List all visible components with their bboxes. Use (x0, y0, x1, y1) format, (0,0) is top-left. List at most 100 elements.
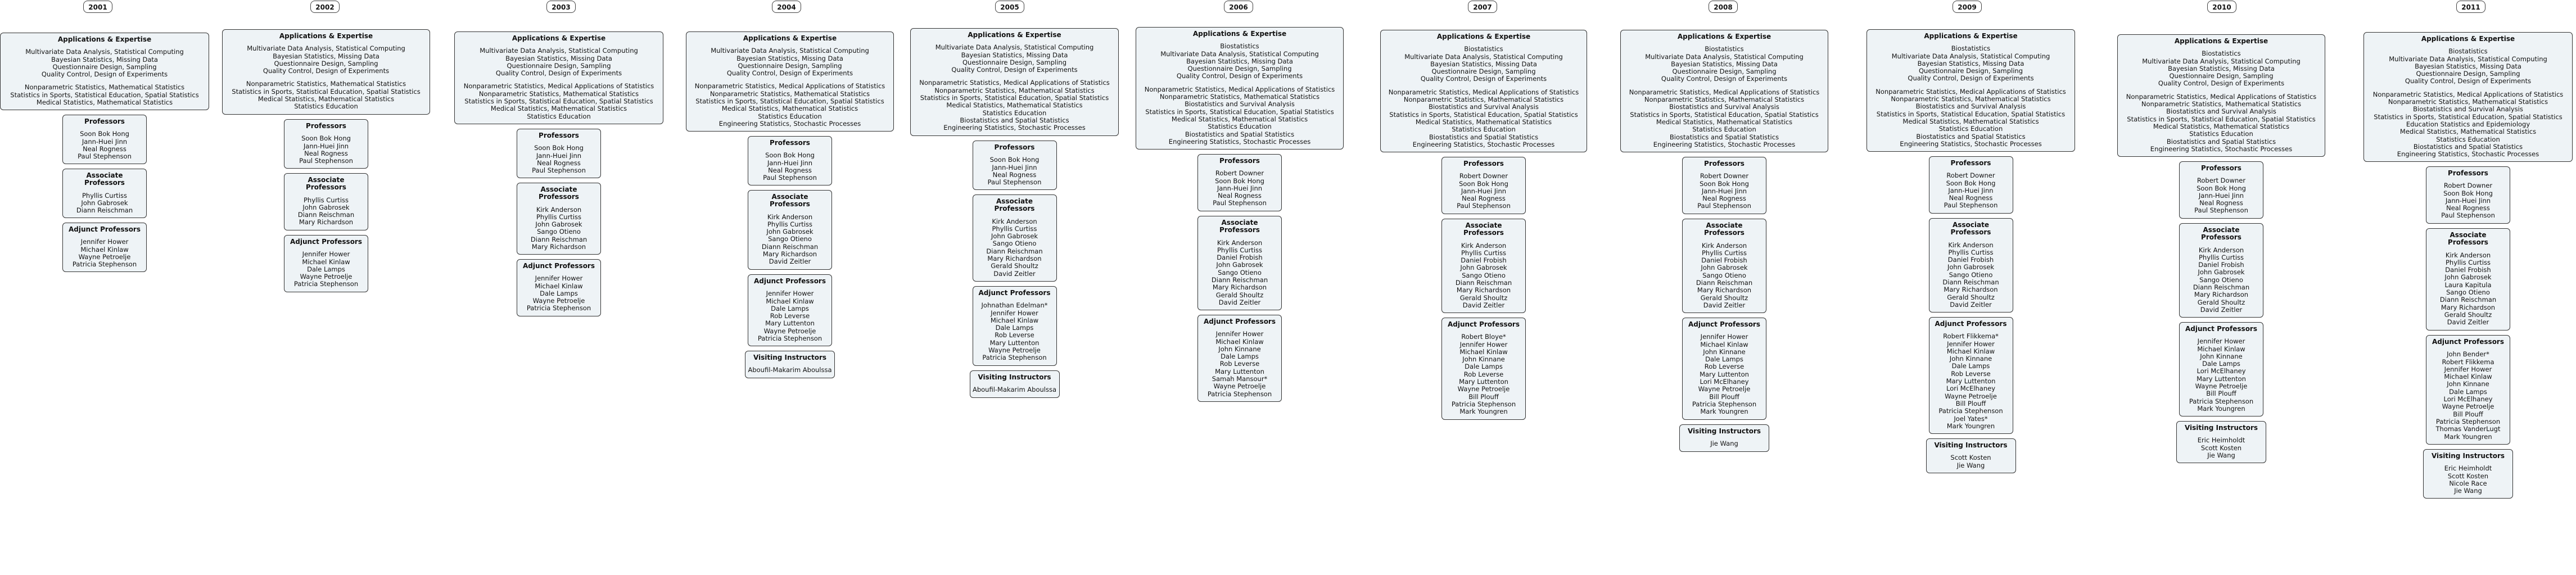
associate-professors-box-title: Associate Professors (306, 176, 346, 192)
associate-professors-box-line: Diann Reischman (2193, 283, 2250, 292)
applications-expertise-box-line: Biostatistics and Survival Analysis (1429, 103, 1539, 111)
professors-box-line: Robert Downer (2197, 176, 2246, 185)
adjunct-professors-box-line: Dale Lamps (1951, 362, 1990, 370)
adjunct-professors-box-line: Mark Youngren (2444, 432, 2492, 441)
adjunct-professors-box-line: Jennifer Hower (766, 289, 814, 298)
adjunct-professors-box-line: Rob Leverse (1951, 369, 1991, 378)
associate-professors-box-line: David Zeitler (1950, 300, 1992, 309)
applications-expertise-box-title: Applications & Expertise (1924, 32, 2018, 40)
adjunct-professors-box-line: Michael Kinlaw (1459, 347, 1508, 356)
associate-professors-box-line: Daniel Frobish (1461, 256, 1507, 265)
applications-expertise-box-line: Questionnaire Design, Sampling (1431, 67, 1536, 76)
professors-box-line: Neal Rogness (992, 170, 1037, 179)
associate-professors-box-line: Kirk Anderson (536, 205, 582, 214)
professors-box-title: Professors (1463, 160, 1504, 167)
applications-expertise-box-line: Biostatistics and Survival Analysis (2413, 105, 2523, 114)
applications-expertise-box-line: Bayesian Statistics, Missing Data (1671, 60, 1778, 68)
associate-professors-box-line: Diann Reischman (76, 206, 133, 215)
applications-expertise-box-line: Questionnaire Design, Sampling (738, 61, 842, 70)
professors-box-line: Paul Stephenson (1213, 199, 1267, 207)
adjunct-professors-box-line: Patricia Stephenson (2435, 417, 2501, 425)
applications-expertise-box-line: Engineering Statistics, Stochastic Proce… (1412, 140, 1555, 148)
visiting-instructors-box-line: Aboufil-Makarim Aboulssa (748, 366, 832, 374)
year-label: 2005 (995, 1, 1024, 13)
applications-expertise-box-line: Statistics Education (2189, 130, 2253, 138)
adjunct-professors-box-line: Jennifer Hower (1700, 333, 1748, 341)
applications-expertise-box-line: Biostatistics and Spatial Statistics (960, 116, 1069, 124)
professors-box-line: Paul Stephenson (2441, 211, 2495, 220)
adjunct-professors-box-line: Mary Luttenton (1215, 367, 1264, 375)
applications-expertise-box-title: Applications & Expertise (743, 34, 837, 42)
associate-professors-box-line: David Zeitler (2200, 305, 2243, 314)
adjunct-professors-box-line: Johnathan Edelman* (981, 301, 1048, 310)
adjunct-professors-box-title: Adjunct Professors (753, 277, 826, 285)
professors-box-line: Neal Rogness (83, 144, 126, 153)
applications-expertise-box-line: Nonparametric Statistics, Medical Applic… (1388, 88, 1579, 96)
year-label: 2002 (310, 1, 340, 13)
applications-expertise-box-line: Nonparametric Statistics, Medical Applic… (2372, 90, 2564, 98)
applications-expertise-box-line: Bayesian Statistics, Missing Data (961, 51, 1068, 59)
applications-expertise-box-line: Statistics in Sports, Statistical Educat… (1630, 110, 1819, 119)
applications-expertise-box-line: Biostatistics (1705, 45, 1744, 53)
associate-professors-box-title: Associate Professors (1950, 221, 1991, 237)
adjunct-professors-box-line: Mark Youngren (2197, 404, 2245, 413)
applications-expertise-box-line: Biostatistics (2448, 47, 2488, 56)
adjunct-professors-box-line: Dale Lamps (995, 324, 1034, 332)
adjunct-professors-box-line: Wayne Petroelje (2195, 382, 2248, 391)
adjunct-professors-box-line: Michael Kinlaw (302, 257, 350, 266)
associate-professors-box-line: Kirk Anderson (1461, 241, 1507, 250)
adjunct-professors-box-line: Wayne Petroelje (2442, 402, 2494, 411)
associate-professors-box-line: David Zeitler (1703, 301, 1746, 309)
associate-professors-box-line: Daniel Frobish (2445, 266, 2491, 274)
associate-professors-box-line: Sango Otieno (1462, 271, 1506, 279)
associate-professors-box-line: Gerald Shoultz (991, 262, 1038, 270)
adjunct-professors-box-line: John Kinnane (1462, 355, 1505, 364)
associate-professors-box-line: Diann Reischman (2439, 296, 2497, 304)
associate-professors-box-line: John Gabrosek (302, 203, 350, 211)
applications-expertise-box-line: Nonparametric Statistics, Mathematical S… (2141, 100, 2302, 108)
associate-professors-box-title: Associate Professors (84, 171, 125, 187)
adjunct-professors-box-title: Adjunct Professors (522, 262, 595, 270)
applications-expertise-box-line: Statistics Education (1452, 125, 1516, 134)
adjunct-professors-box-line: Patricia Stephenson (293, 280, 359, 288)
adjunct-professors-box-line: Wayne Petroelje (300, 273, 352, 281)
adjunct-professors-box-line: Mary Luttenton (1459, 378, 1508, 386)
applications-expertise-box-line: Multivariate Data Analysis, Statistical … (247, 44, 405, 53)
applications-expertise-box-line: Engineering Statistics, Stochastic Proce… (1168, 137, 1311, 146)
applications-expertise-box-line: Quality Control, Design of Experiments (2405, 77, 2532, 85)
adjunct-professors-box-line: Robert Flikkema (2442, 357, 2494, 366)
applications-expertise-box-line: Nonparametric Statistics, Mathematical S… (709, 89, 870, 98)
applications-expertise-box-line: Engineering Statistics, Stochastic Proce… (1653, 140, 1796, 148)
applications-expertise-box-line: Bayesian Statistics, Missing Data (2415, 62, 2521, 70)
professors-box-title: Professors (2201, 164, 2241, 172)
professors-box-line: Soon Bok Hong (301, 134, 351, 143)
adjunct-professors-box-line: Bill Plouff (2453, 410, 2483, 418)
applications-expertise-box-line: Statistics Education (1692, 125, 1756, 134)
adjunct-professors-box-line: Wayne Petroelje (78, 252, 131, 261)
adjunct-professors-box-line: Jennifer Hower (1459, 340, 1508, 348)
professors-box-line: Neal Rogness (1949, 194, 1993, 202)
applications-expertise-box-line: Nonparametric Statistics, Medical Applic… (1144, 85, 1335, 93)
applications-expertise-box-line: Bayesian Statistics, Missing Data (505, 54, 612, 62)
adjunct-professors-box-line: Wayne Petroelje (763, 327, 816, 335)
professors-box-title: Professors (1950, 159, 1991, 167)
associate-professors-box-title: Associate Professors (1463, 221, 1504, 237)
applications-expertise-box-line: Bayesian Statistics, Missing Data (1917, 59, 2024, 67)
professors-box-line: Soon Bok Hong (765, 151, 815, 160)
applications-expertise-box-line: Quality Control, Design of Experiments (1661, 75, 1788, 83)
professors-box-line: Jann-Huei Jinn (1701, 187, 1747, 195)
